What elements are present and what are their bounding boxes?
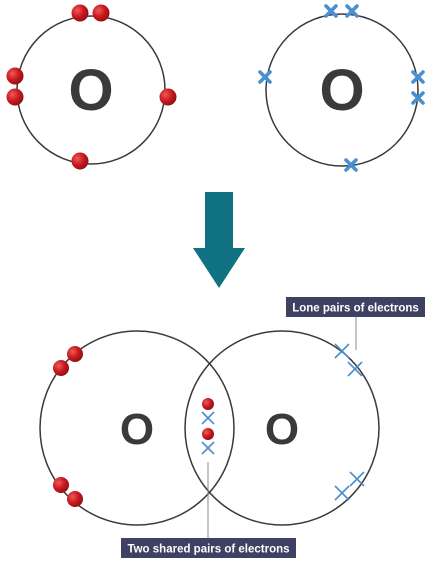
atom-symbol: O: [68, 58, 113, 123]
blue-cross-electron-icon: [411, 91, 425, 105]
atom-symbol: O: [120, 405, 154, 454]
blue-cross-electron-icon: [258, 70, 272, 84]
red-dot-electron-icon: [67, 346, 83, 362]
red-dot-electron-icon: [202, 428, 214, 440]
shared-pairs: [201, 398, 215, 455]
blue-cross-electron-icon: [324, 4, 338, 18]
oxygen-molecule: O O: [39, 330, 380, 526]
blue-cross-electron-icon: [345, 4, 359, 18]
blue-cross-electron-icon: [347, 361, 363, 377]
atom-shell-left: [39, 330, 235, 526]
red-dot-electron-icon: [71, 152, 89, 170]
blue-cross-electron-icon: [349, 471, 365, 487]
atom-shell: [265, 13, 419, 167]
shared-pairs-label: Two shared pairs of electrons: [127, 544, 289, 556]
lone-pairs-label: Lone pairs of electrons: [292, 303, 419, 315]
blue-cross-electron-icon: [334, 485, 350, 501]
callout-box: [121, 538, 296, 558]
blue-cross-electron-icon: [201, 411, 215, 425]
red-dot-electron-icon: [159, 88, 177, 106]
red-dot-electron-icon: [53, 477, 69, 493]
blue-cross-electron-icon: [201, 441, 215, 455]
lone-pair-crosses: [334, 343, 365, 501]
red-dot-electron-icon: [6, 67, 24, 85]
red-dot-electron-icon: [6, 88, 24, 106]
red-dot-electron-icon: [71, 4, 89, 22]
blue-cross-electron-icon: [334, 343, 350, 359]
blue-cross-electron-icon: [411, 70, 425, 84]
dot-electrons: [6, 4, 177, 170]
shared-pairs-callout: Two shared pairs of electrons: [121, 462, 296, 558]
red-dot-electron-icon: [67, 491, 83, 507]
lone-pair-dots: [53, 346, 83, 507]
blue-cross-electron-icon: [344, 158, 358, 172]
atom-shell-right: [184, 330, 380, 526]
oxygen-atom-crosses: O: [258, 4, 425, 172]
red-dot-electron-icon: [202, 398, 214, 410]
red-dot-electron-icon: [53, 360, 69, 376]
down-arrow-icon: [193, 192, 245, 288]
red-dot-electron-icon: [92, 4, 110, 22]
oxygen-atom-dots: O: [6, 4, 177, 170]
atom-symbol: O: [265, 405, 299, 454]
atom-symbol: O: [319, 58, 364, 123]
lone-pairs-callout: Lone pairs of electrons: [286, 297, 425, 350]
cross-electrons: [258, 4, 425, 172]
callout-box: [286, 297, 425, 317]
